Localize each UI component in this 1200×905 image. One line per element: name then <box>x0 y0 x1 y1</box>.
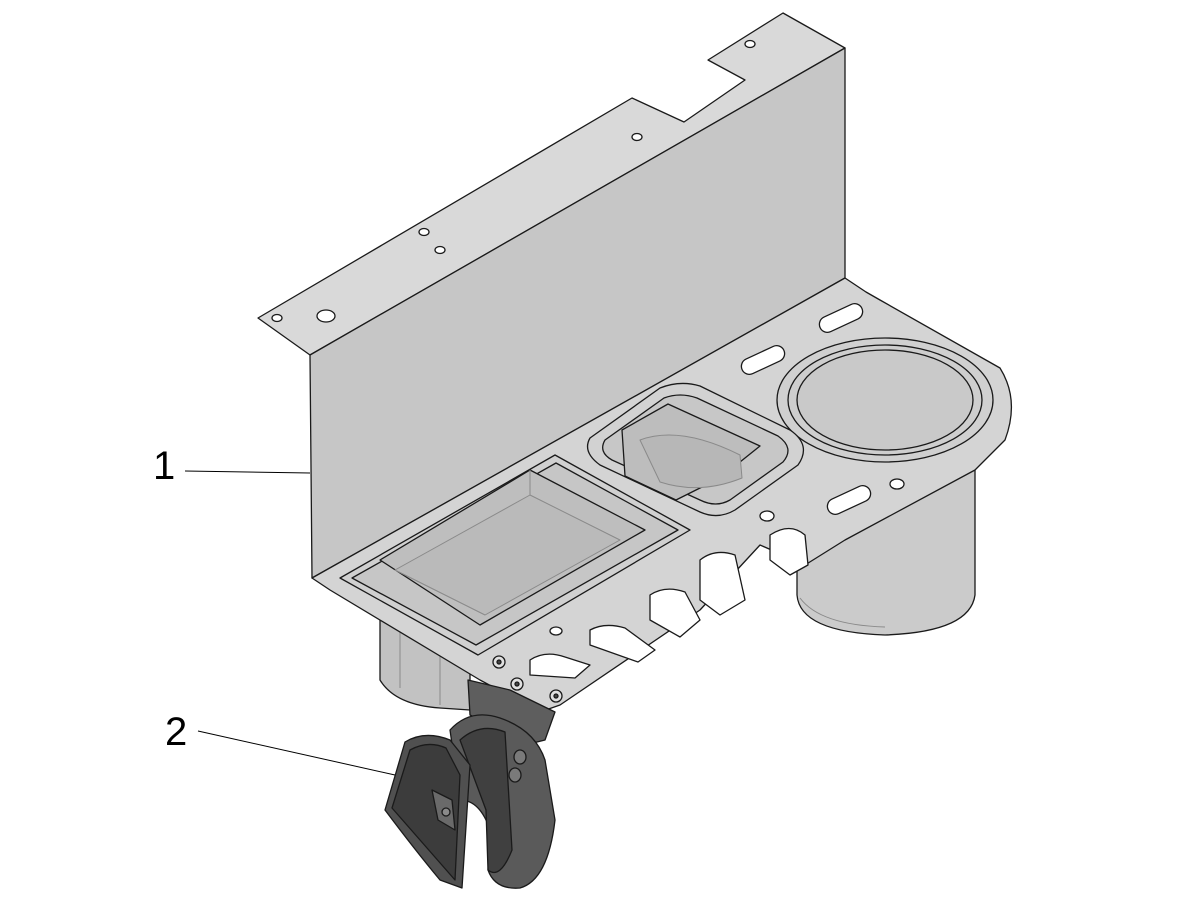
leader-line-1 <box>184 470 311 474</box>
leader-line-2 <box>197 730 396 776</box>
cup-opening <box>776 337 994 463</box>
screws <box>492 655 563 703</box>
leader-lines <box>184 470 396 776</box>
mounting-holes <box>271 39 905 636</box>
tool-holder-bracket <box>257 12 1013 713</box>
hanger-clip <box>384 679 556 889</box>
callout-label-1: 1 <box>153 444 176 488</box>
shelf-slots <box>740 303 872 515</box>
tray-pocket <box>339 454 691 656</box>
square-pocket <box>586 382 805 517</box>
tool-slots <box>529 527 809 679</box>
small-pocket-body <box>379 609 471 711</box>
callout-label-2: 2 <box>165 710 188 754</box>
